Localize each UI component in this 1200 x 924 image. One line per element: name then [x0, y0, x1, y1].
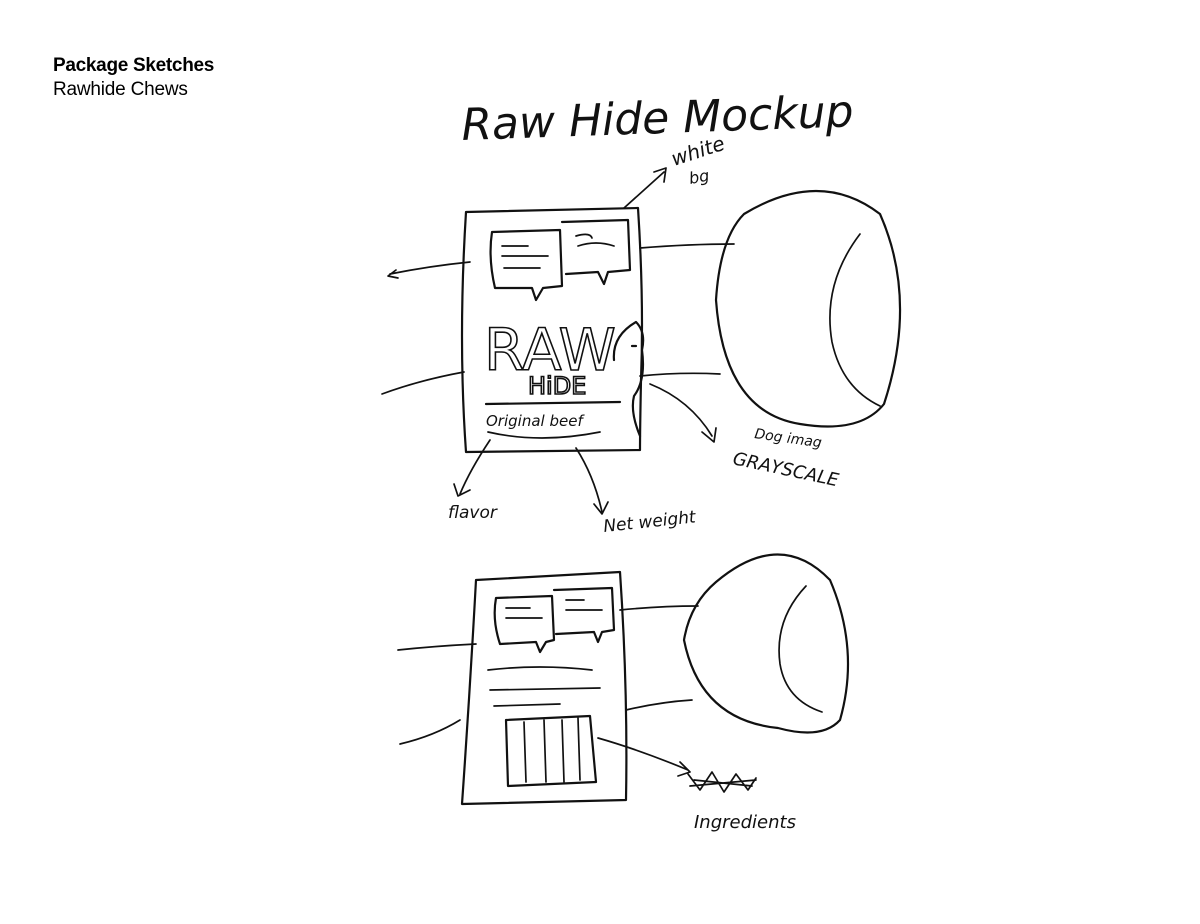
dog-image-arrow: [649, 383, 717, 443]
left-pointer-arrow: [387, 261, 471, 279]
package-side-outline: [714, 190, 902, 428]
back-speech-bubble-left: [493, 594, 556, 654]
back-bubble-text-lines: [505, 599, 603, 619]
dog-image-sketch: [612, 320, 645, 438]
bubble-text-lines: [501, 233, 615, 269]
page-subtitle: Rawhide Chews: [53, 79, 188, 100]
crossed-out-scribble: [687, 771, 757, 793]
sketch-heading: Raw Hide Mockup: [461, 86, 855, 151]
left-pointer-line: [381, 371, 465, 395]
package-side-fold: [829, 233, 881, 407]
ingredients-arrow: [597, 737, 691, 777]
speech-bubble-right: [560, 218, 632, 286]
annotation-ingredients: Ingredients: [694, 812, 796, 833]
brand-line2: HiDE: [528, 372, 586, 400]
side-connector-top: [639, 243, 735, 249]
annotation-dog-line2: GRAYSCALE: [731, 448, 841, 491]
side-connector-bottom: [639, 372, 721, 377]
package-front-sketch: RAW HiDE Original beef: [381, 167, 735, 515]
back-side-connector-bottom: [625, 699, 693, 711]
white-bg-arrow: [623, 167, 667, 209]
back-speech-bubble-right: [552, 586, 616, 644]
annotation-net-weight: Net weight: [602, 507, 697, 537]
package-side-sketch: [714, 190, 902, 428]
ingredients-columns: [523, 717, 581, 783]
package-front-outline: [460, 206, 644, 454]
back-left-pointer-line: [397, 643, 477, 651]
flavor-text: Original beef: [486, 412, 585, 430]
speech-bubble-left: [489, 228, 564, 302]
annotation-flavor: flavor: [448, 503, 498, 523]
back-side-connector-top: [619, 605, 699, 611]
brand-line1: RAW: [484, 316, 616, 384]
ingredients-panel-sketch: [504, 714, 598, 788]
flavor-arrow: [453, 439, 491, 497]
package-back-side-outline: [682, 553, 850, 734]
page-title: Package Sketches: [53, 55, 215, 76]
back-left-pointer-line-2: [399, 719, 461, 745]
annotation-dog-line1: Dog imag: [753, 426, 822, 451]
package-back-outline: [460, 570, 628, 806]
package-back-side-fold: [778, 585, 823, 713]
brand-underline: [484, 400, 622, 406]
net-weight-arrow: [575, 447, 609, 515]
annotation-white-bg-line2: bg: [687, 166, 710, 188]
page-header: Package Sketches Rawhide Chews: [53, 54, 214, 102]
flavor-underline: [487, 431, 601, 439]
package-back-side-sketch: [682, 553, 850, 734]
back-copy-lines: [487, 666, 601, 707]
package-back-sketch: [397, 570, 699, 806]
